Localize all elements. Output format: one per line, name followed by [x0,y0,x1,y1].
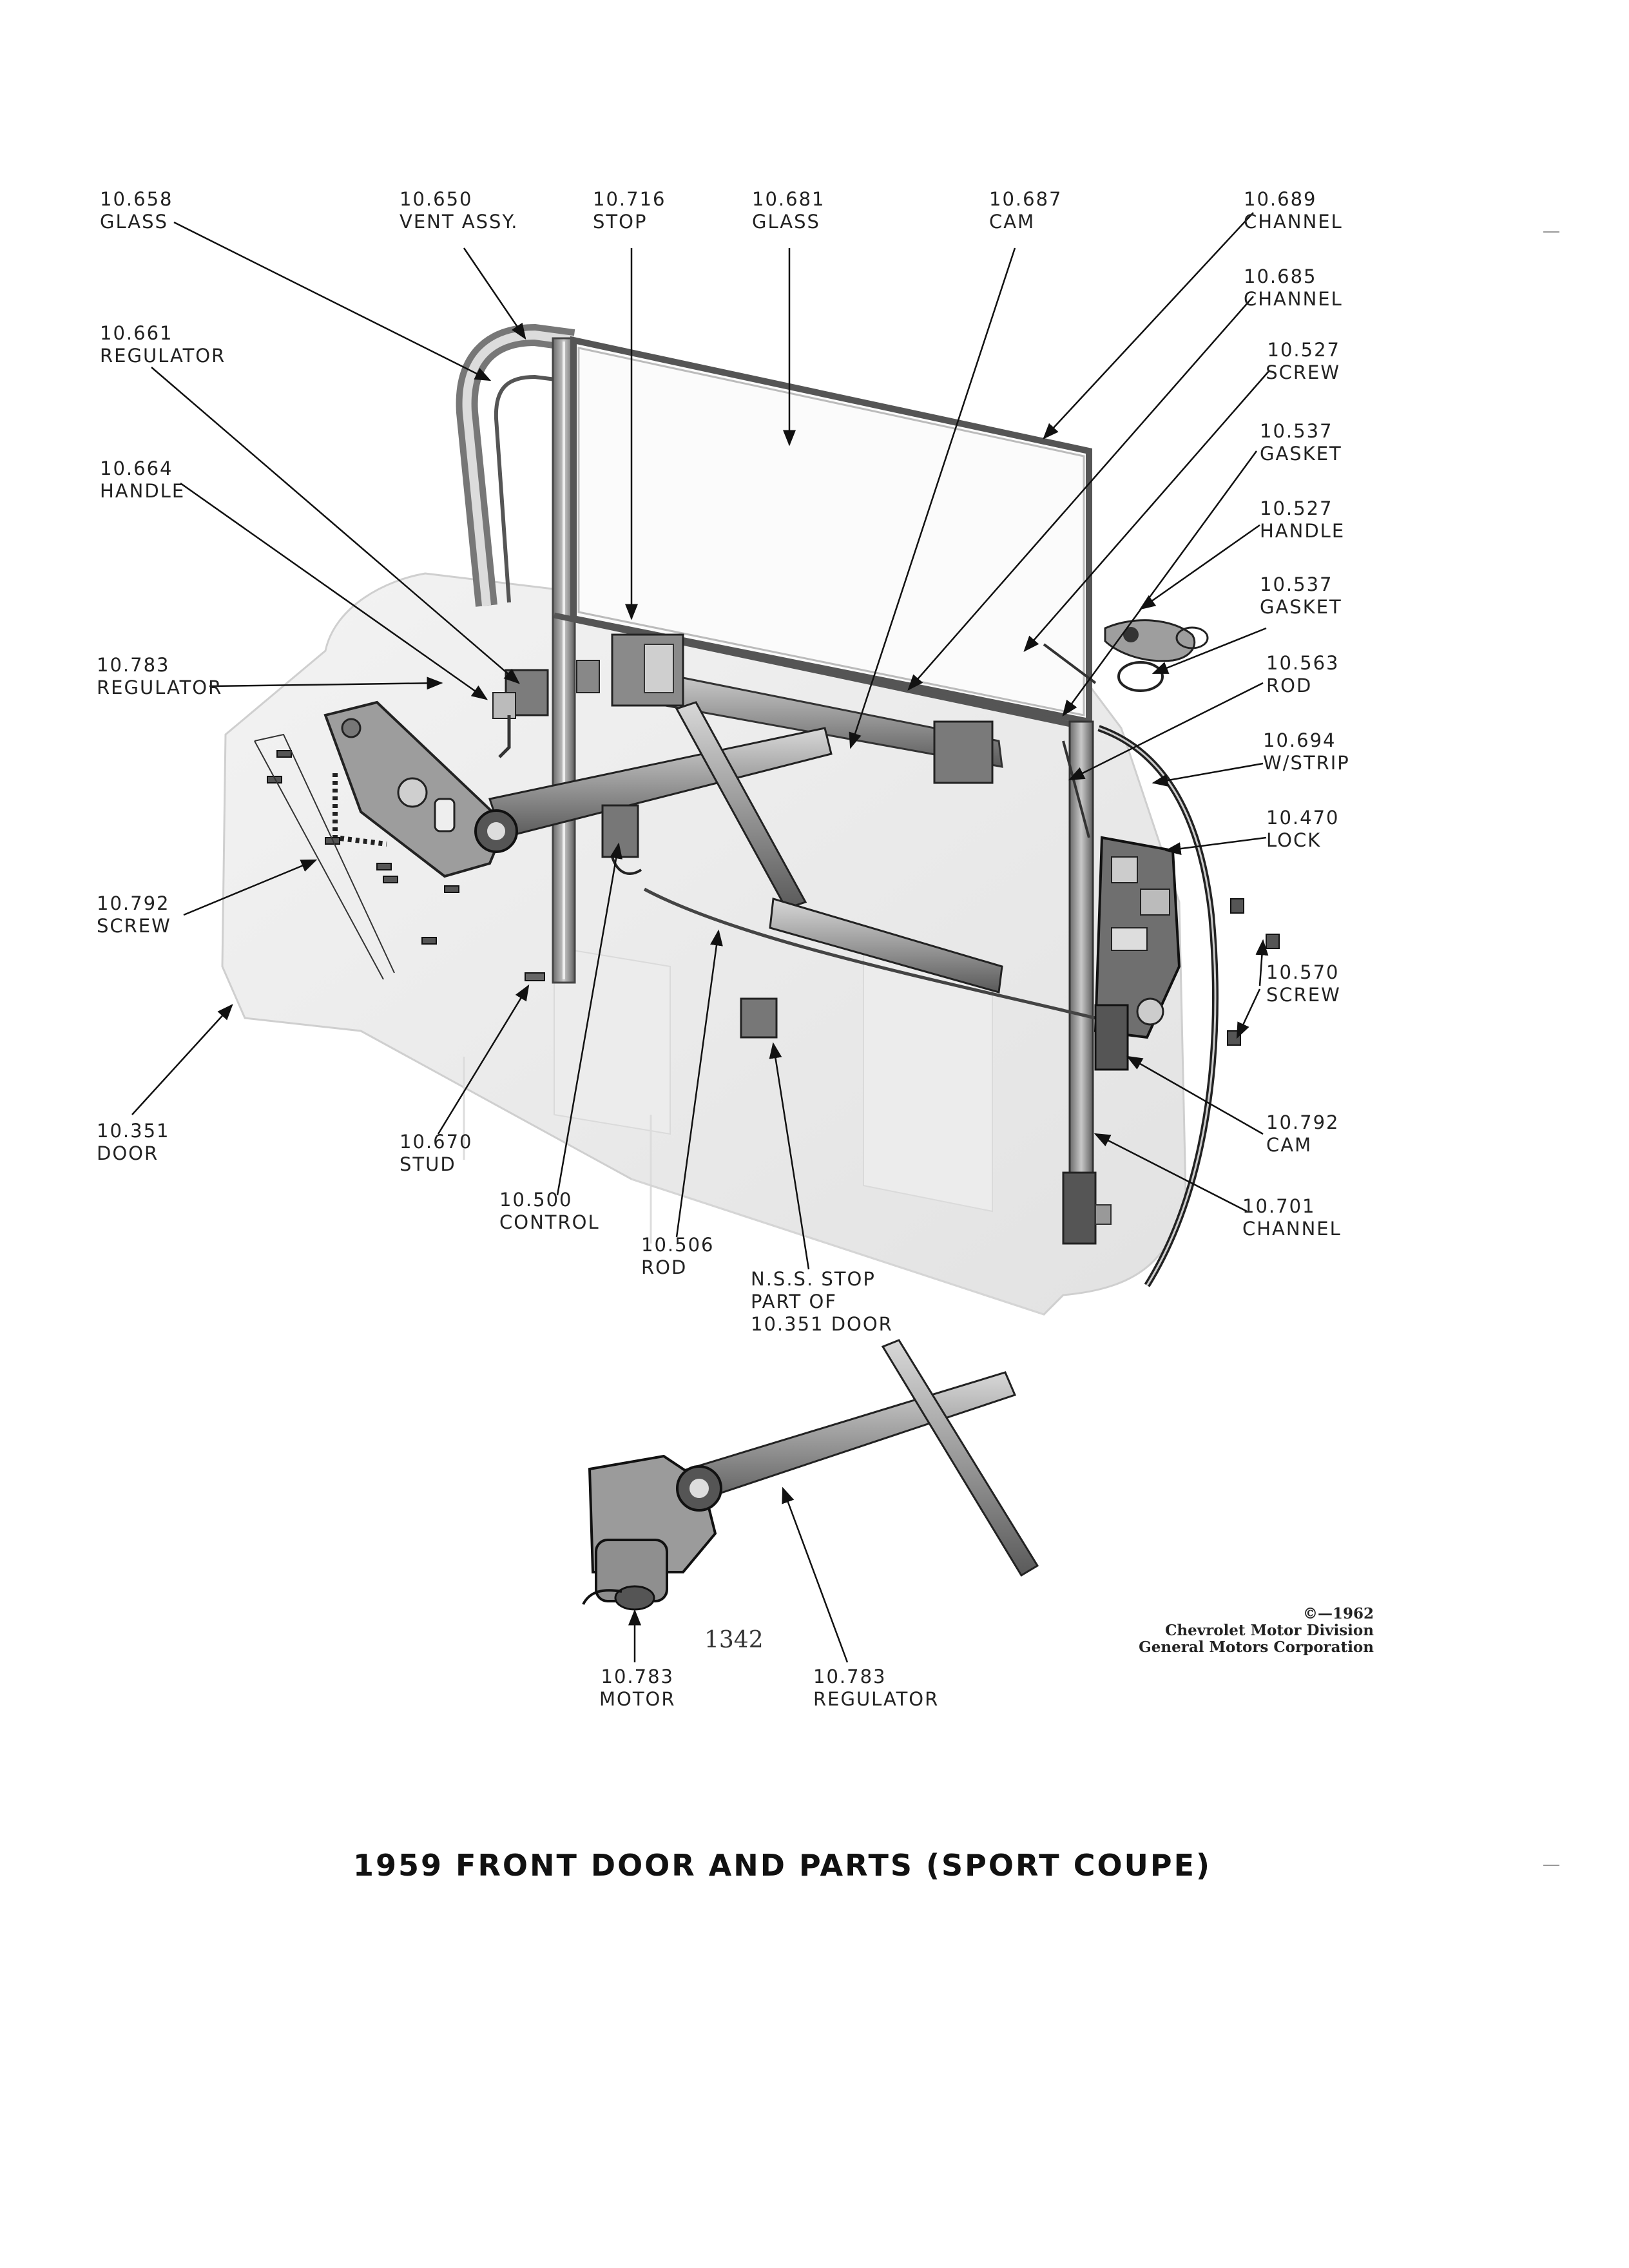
copyright-credits: ©—1962 Chevrolet Motor Division General … [1057,1606,1374,1656]
page-number: 1342 [704,1627,764,1653]
regulator-arm [769,898,1003,994]
copyright-year: ©—1962 [1302,1605,1374,1622]
outside-handle-parts [1104,619,1209,692]
door-lock-assembly [1094,836,1181,1071]
lock-rod [1043,643,1097,838]
credit-line-1: Chevrolet Motor Division [1165,1622,1374,1639]
lower-sash-channel [576,633,1003,784]
stud-part [525,972,545,981]
page-title: 1959 FRONT DOOR AND PARTS (SPORT COUPE) [353,1848,1212,1883]
credit-line-2: General Motors Corporation [1139,1639,1374,1656]
window-regulator-assembly [323,700,833,910]
control-rod [643,887,1096,1020]
power-regulator-detail [582,1339,1039,1611]
screw-bracket-line [254,733,395,980]
nss-stop-bracket [740,997,778,1039]
callout-leaders [131,212,1270,1663]
